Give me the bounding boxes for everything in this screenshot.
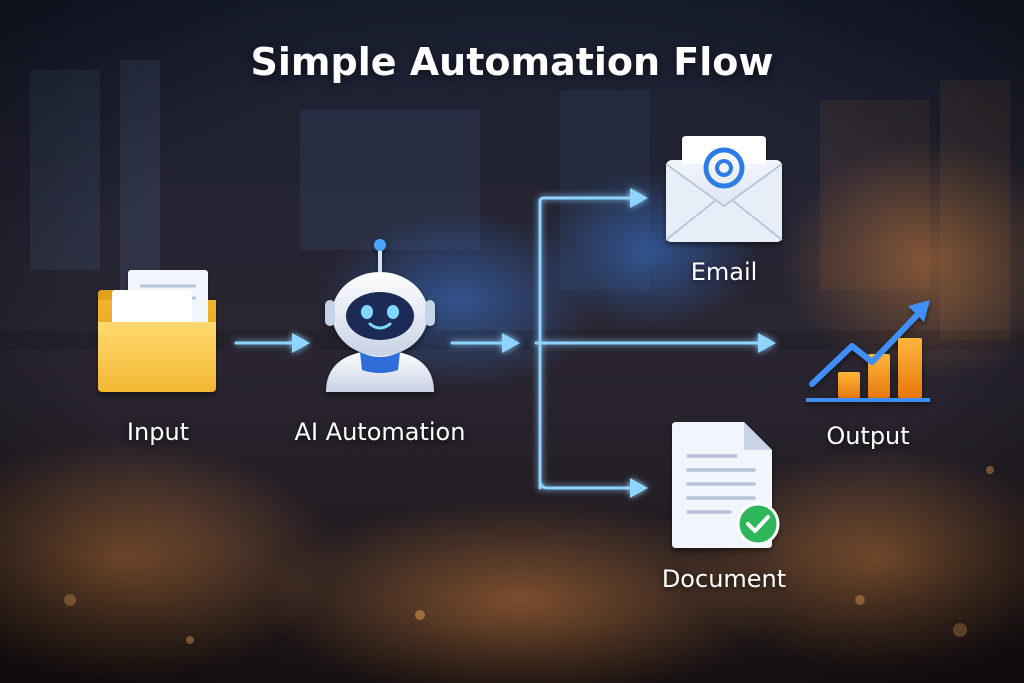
- arrow-branch-to-output: [534, 333, 776, 353]
- robot-icon: [325, 239, 435, 392]
- arrow-input-to-ai: [234, 333, 310, 353]
- email-label: Email: [690, 258, 758, 286]
- document-check-icon: [672, 422, 780, 548]
- ai-automation-label: AI Automation: [294, 418, 466, 446]
- connectors: [234, 188, 776, 498]
- email-envelope-icon: [665, 136, 783, 242]
- input-label: Input: [126, 418, 190, 446]
- diagram-title: Simple Automation Flow: [250, 40, 774, 84]
- bar-chart-growth-icon: [806, 300, 930, 402]
- output-label: Output: [826, 422, 910, 450]
- arrow-branch-to-document: [538, 478, 648, 498]
- document-label: Document: [661, 565, 787, 593]
- arrow-branch-to-email: [538, 188, 648, 490]
- arrow-ai-to-branch: [450, 333, 520, 353]
- folder-icon: [98, 270, 216, 392]
